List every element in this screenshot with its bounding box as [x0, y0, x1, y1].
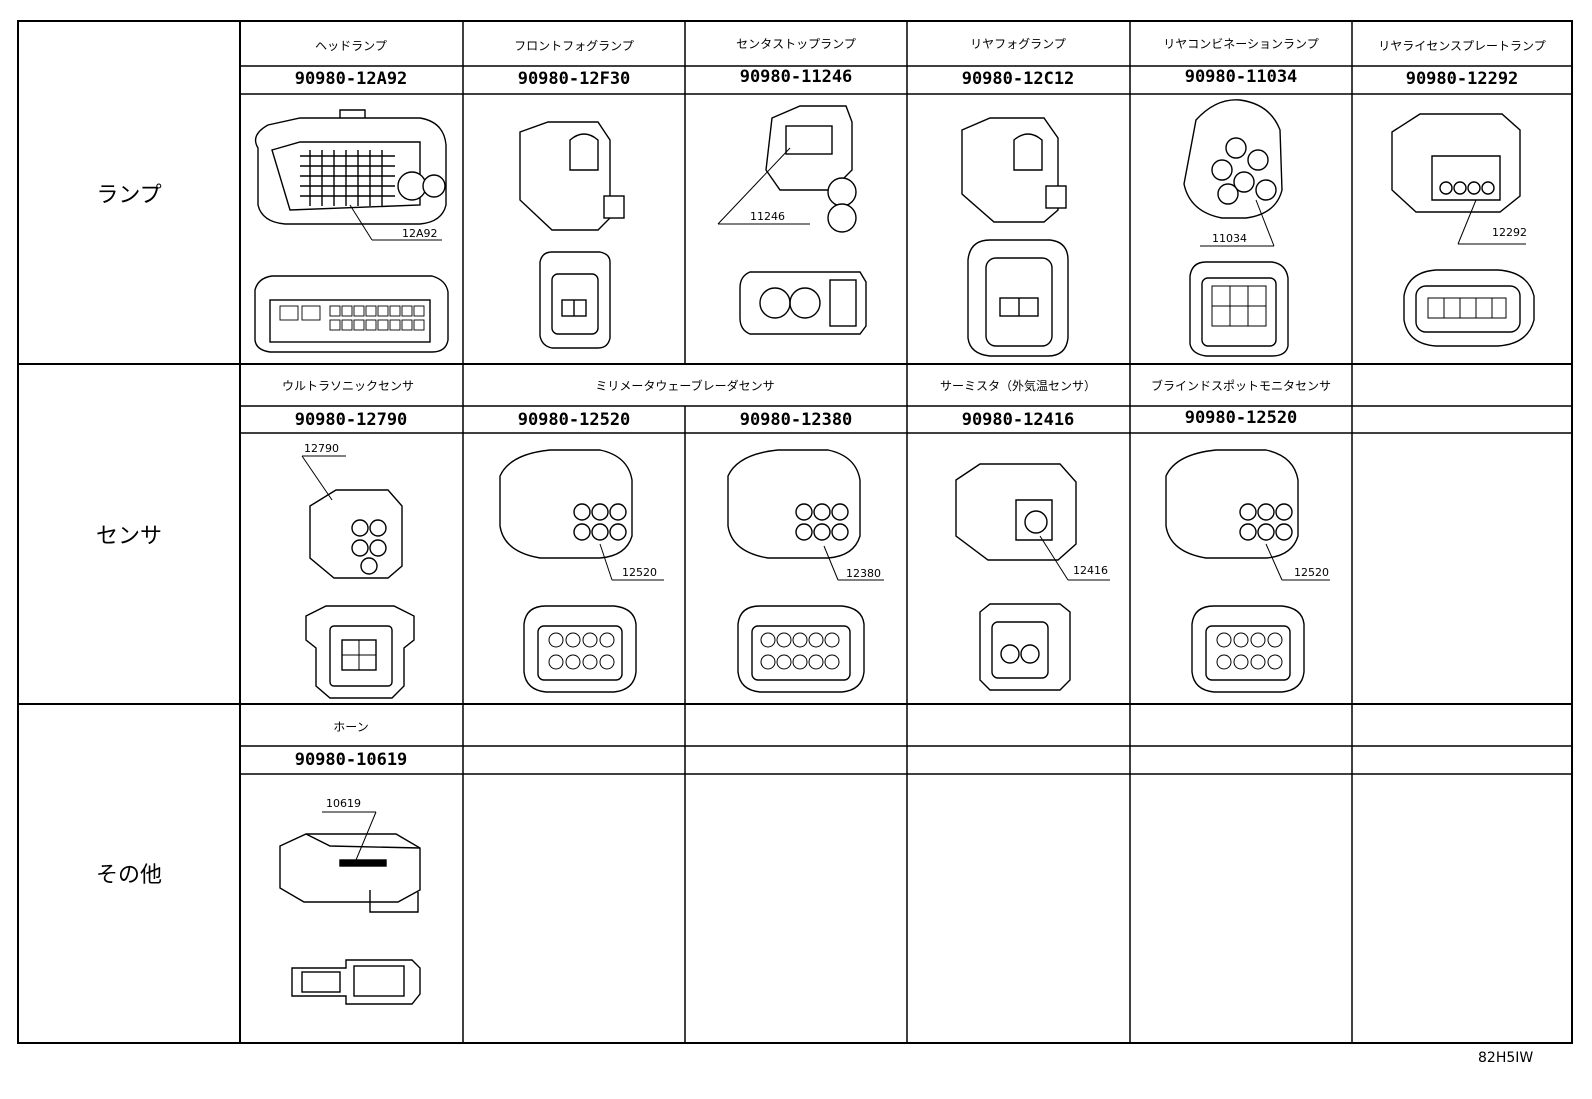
- part-number: 90980-12520: [517, 410, 631, 430]
- part-number: 90980-12380: [739, 410, 853, 430]
- callout-tag: 11246: [750, 210, 785, 223]
- connector-10619-illustration: [279, 811, 421, 1005]
- category-label-lamp: ランプ: [96, 183, 162, 208]
- part-number: 90980-11034: [1184, 67, 1298, 87]
- connector-name: ウルトラソニックセンサ: [281, 379, 415, 393]
- connector-name: ミリメータウェーブレーダセンサ: [595, 379, 775, 393]
- part-number: 90980-10619: [294, 750, 408, 770]
- part-number: 90980-12C12: [961, 69, 1075, 89]
- part-number: 90980-12292: [1405, 69, 1519, 89]
- part-number: 90980-12416: [961, 410, 1075, 430]
- part-number: 90980-12A92: [294, 69, 408, 89]
- callout-tag: 12790: [304, 442, 339, 455]
- connector-name: ブラインドスポットモニタセンサ: [1150, 379, 1332, 393]
- category-label-sensor: センサ: [95, 524, 163, 549]
- connector-name: ホーン: [333, 720, 369, 734]
- connector-12380-illustration: [727, 449, 884, 693]
- callout-tag: 10619: [326, 797, 361, 810]
- connector-12c12-illustration: [961, 117, 1069, 357]
- callout-tag: 12380: [846, 567, 881, 580]
- part-number: 90980-12790: [294, 410, 408, 430]
- callout-tag: 12520: [622, 566, 657, 579]
- connector-12520-illustration-b: [1165, 449, 1330, 693]
- connector-12a92-illustration: [254, 109, 449, 353]
- connector-12416-illustration: [955, 463, 1110, 691]
- connector-11246-illustration: [717, 105, 867, 335]
- connector-name: サーミスタ（外気温センサ）: [939, 379, 1097, 393]
- connector-12520-illustration-a: [499, 449, 664, 693]
- part-number: 90980-12F30: [517, 69, 631, 89]
- connector-12292-illustration: [1391, 113, 1535, 347]
- category-label-other: その他: [95, 863, 163, 888]
- callout-tag: 12A92: [402, 227, 438, 240]
- callout-tag: 12416: [1073, 564, 1108, 577]
- connector-name: センタストップランプ: [736, 37, 856, 51]
- connector-name: リヤフォグランプ: [970, 37, 1066, 51]
- part-number: 90980-11246: [739, 67, 853, 87]
- diagram-code: 82H5IW: [1478, 1050, 1534, 1066]
- callout-tag: 12520: [1294, 566, 1329, 579]
- connector-11034-illustration: [1183, 99, 1289, 357]
- part-number: 90980-12520: [1184, 408, 1298, 428]
- connector-name: リヤライセンスプレートランプ: [1378, 39, 1546, 53]
- callout-tag: 12292: [1492, 226, 1527, 239]
- connector-12790-illustration: [301, 455, 415, 699]
- connector-name: リヤコンビネーションランプ: [1163, 37, 1319, 51]
- callout-tag: 11034: [1212, 232, 1247, 245]
- connector-12f30-illustration: [519, 121, 625, 349]
- connector-name: フロントフォグランプ: [514, 39, 634, 53]
- connector-name: ヘッドランプ: [315, 39, 387, 53]
